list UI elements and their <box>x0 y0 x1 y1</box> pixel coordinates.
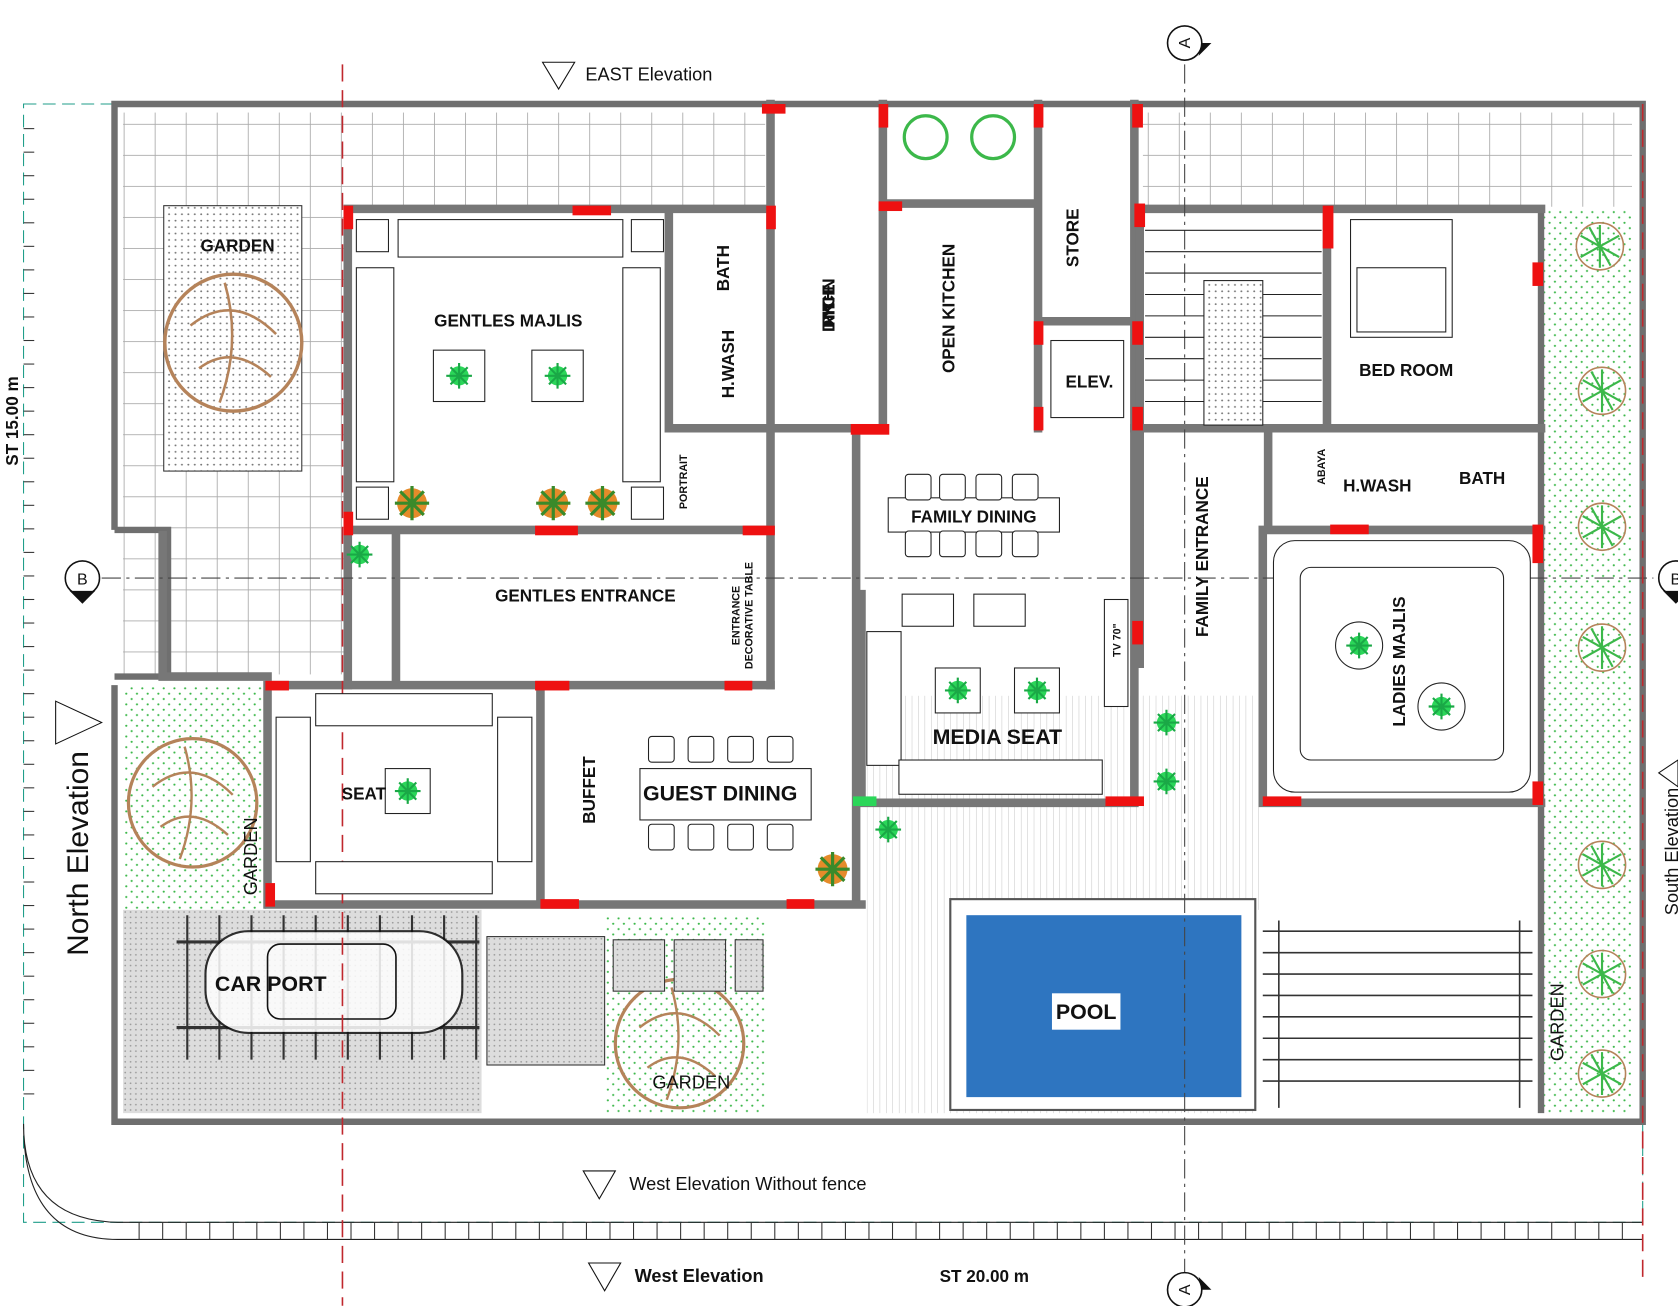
west-elevation-label: West Elevation <box>635 1266 764 1286</box>
label-entrance-table-2: DECORATIVE TABLE <box>743 562 755 669</box>
pergola-pool <box>1262 920 1533 1108</box>
label-family-entrance: FAMILY ENTRANCE <box>1193 476 1212 637</box>
seat-furniture <box>275 693 533 895</box>
section-marker-a-bottom: A <box>1166 1271 1212 1306</box>
label-abaya: ABAYA <box>1316 448 1328 484</box>
street-ticks <box>23 128 1623 1240</box>
label-garden-s: GARDEN <box>652 1073 730 1093</box>
south-elevation-label: South Elevation <box>1662 788 1678 915</box>
stair <box>1145 229 1322 426</box>
car-icon <box>204 930 464 1034</box>
svg-text:B: B <box>1671 571 1678 589</box>
west-fence-elevation-label: West Elevation Without fence <box>629 1174 866 1194</box>
east-elevation-label: EAST Elevation <box>585 64 712 84</box>
street-curb <box>23 1123 1643 1240</box>
north-elevation-label: North Elevation <box>62 751 95 956</box>
label-family-dining: FAMILY DINING <box>911 507 1037 526</box>
label-hwash-2: H.WASH <box>1343 476 1411 495</box>
south-elevation-triangle <box>1657 759 1678 788</box>
section-marker-b-right: B <box>1657 560 1678 604</box>
outer-wall <box>111 100 1646 1125</box>
label-portrait: PORTRAIT <box>678 454 690 509</box>
garden-e <box>1543 208 1632 1114</box>
label-seat: SEAT <box>342 785 387 804</box>
terrace-north <box>123 112 766 207</box>
media-furniture <box>866 593 1129 795</box>
label-gentles-entrance: GENTLES ENTRANCE <box>495 587 676 606</box>
label-car-port: CAR PORT <box>215 972 327 996</box>
guest-dining-table <box>639 735 852 888</box>
label-media-seat: MEDIA SEAT <box>933 725 1063 749</box>
column-green <box>852 796 877 807</box>
paving-s <box>486 936 606 1066</box>
label-hwash-1: H.WASH <box>719 330 738 398</box>
shrubs-misc <box>345 114 1181 844</box>
section-marker-a-top: A <box>1166 25 1212 61</box>
elevator-cab <box>1050 339 1125 419</box>
label-bed-room: BED ROOM <box>1359 361 1453 380</box>
north-elevation-triangle <box>55 700 103 745</box>
axis-red <box>341 64 1644 1306</box>
svg-text:B: B <box>77 571 88 589</box>
label-garden-nw: GARDEN <box>200 237 274 256</box>
west-fence-elevation-triangle <box>582 1170 617 1200</box>
label-garden-e: GARDEN <box>1547 983 1567 1061</box>
street-front-label: ST 20.00 m <box>940 1267 1029 1286</box>
label-bath-2: BATH <box>1459 469 1505 488</box>
east-elevation-triangle <box>541 61 576 91</box>
label-bath-1: BATH <box>714 245 733 291</box>
bed <box>1349 219 1453 338</box>
label-store: STORE <box>1064 208 1083 267</box>
label-open-kitchen: OPEN KITCHEN <box>940 244 959 373</box>
label-elev: ELEV. <box>1065 373 1113 392</box>
terrace-north-east <box>1142 112 1632 207</box>
svg-text:A: A <box>1176 1284 1194 1295</box>
svg-text:A: A <box>1176 37 1194 48</box>
label-gentles-majlis: GENTLES MAJLIS <box>434 312 582 331</box>
street-side-label: ST 15.00 m <box>3 376 22 465</box>
label-garden-w: GARDEN <box>241 817 261 895</box>
pool-label: POOL <box>1056 1000 1117 1024</box>
west-elevation-triangle <box>587 1262 622 1292</box>
majlis-sofas <box>355 219 665 522</box>
dining-table-family <box>887 473 1060 558</box>
columns <box>265 104 1544 909</box>
garden-w <box>123 685 268 910</box>
label-dirty-kitchen: DIRTY KITCHEN <box>820 278 839 332</box>
label-entrance-table-1: ENTRANCE <box>730 586 742 645</box>
label-tv: TV 70" <box>1111 623 1123 657</box>
label-guest-dining: GUEST DINING <box>643 782 798 806</box>
label-buffet: BUFFET <box>580 756 599 824</box>
section-marker-b-left: B <box>64 560 101 604</box>
ladies-majlis-sofa <box>1272 540 1531 793</box>
label-ladies-majlis: LADIES MAJLIS <box>1390 596 1409 726</box>
